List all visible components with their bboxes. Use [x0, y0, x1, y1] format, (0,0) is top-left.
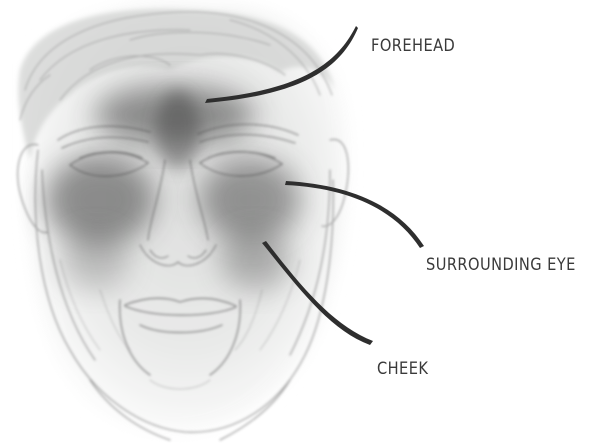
surrounding-eye-label: SURROUNDING EYE: [426, 255, 576, 275]
right-eye-shading: [200, 158, 300, 242]
cheek-label: CHEEK: [377, 359, 428, 379]
forehead-label: FOREHEAD: [371, 36, 455, 56]
